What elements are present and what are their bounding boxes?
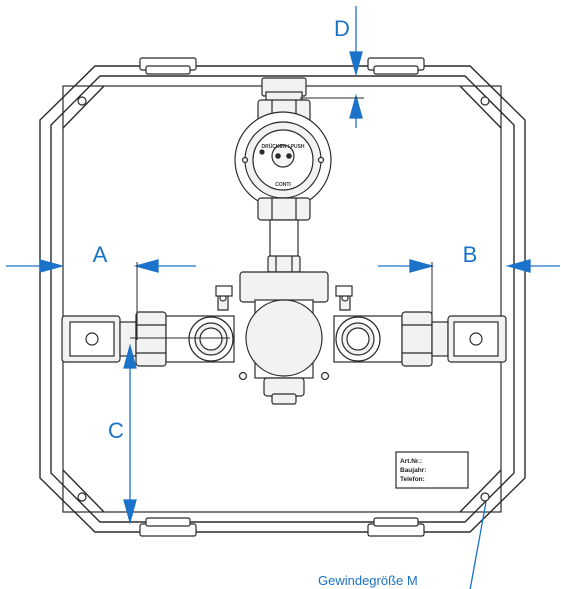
mounting-box bbox=[39, 65, 526, 533]
left-connection bbox=[61, 311, 235, 367]
right-connection bbox=[333, 311, 507, 367]
nameplate-line-1: Art.Nr.: bbox=[400, 458, 422, 465]
dimension-label-d: D bbox=[334, 16, 350, 41]
valve-label-bottom: CONTI bbox=[275, 182, 291, 188]
mixer-body bbox=[217, 271, 351, 405]
corner-screw-holes bbox=[77, 96, 490, 502]
thread-size-note: Gewindegröße M bbox=[318, 573, 418, 588]
dimension-label-a: A bbox=[93, 242, 108, 267]
valve-label-top: DRÜCKEN / PUSH bbox=[261, 143, 304, 150]
nameplate: Art.Nr.: Baujahr: Telefon: bbox=[395, 451, 469, 489]
dimension-label-b: B bbox=[463, 242, 478, 267]
mounting-lugs bbox=[215, 285, 353, 297]
dimension-label-c: C bbox=[108, 418, 124, 443]
dimension-lines bbox=[6, 6, 560, 589]
nameplate-line-2: Baujahr: bbox=[400, 467, 426, 474]
push-valve-assembly bbox=[234, 77, 332, 273]
box-tabs bbox=[139, 57, 425, 537]
nameplate-line-3: Telefon: bbox=[400, 476, 425, 483]
